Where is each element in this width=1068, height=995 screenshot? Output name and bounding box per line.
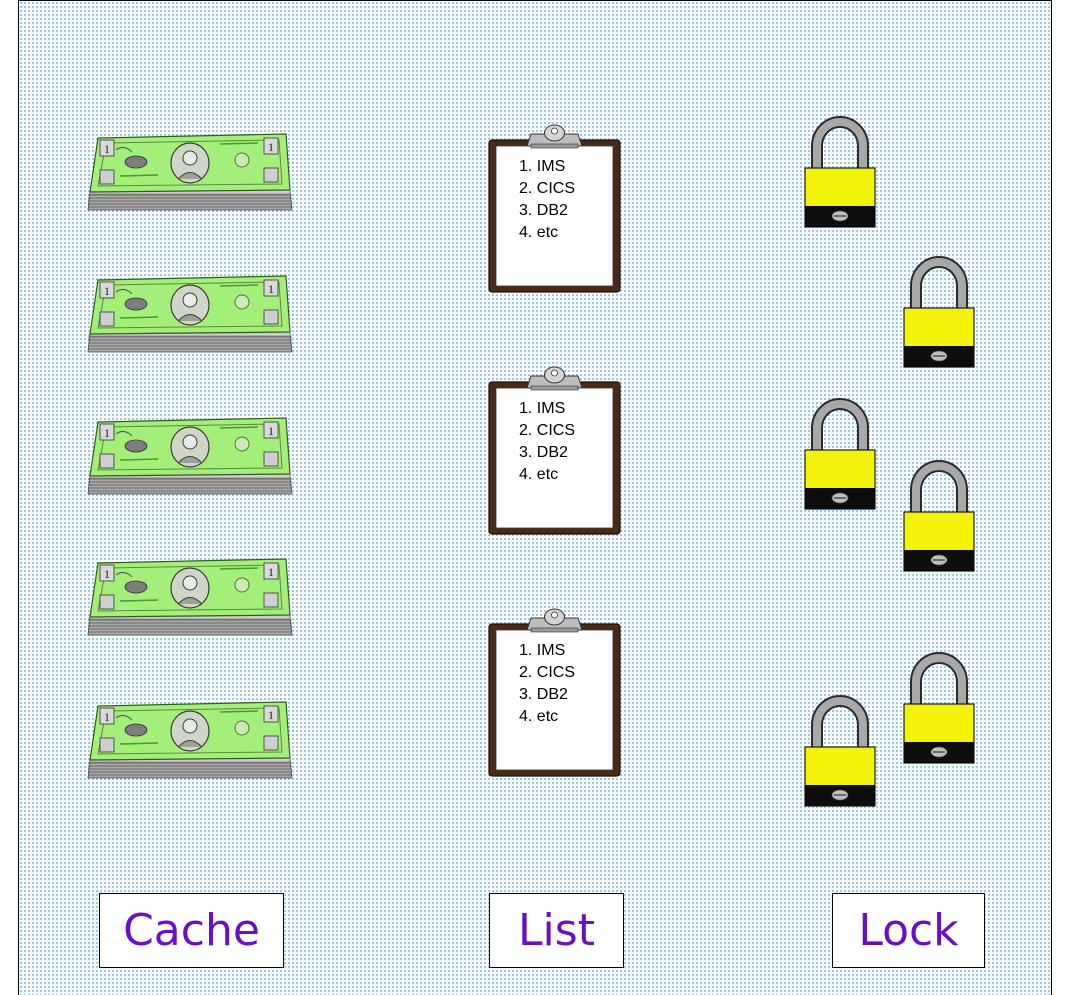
clipboard-list: 1. IMS 2. CICS 3. DB2 4. etc: [519, 398, 575, 486]
clipboard-list: 1. IMS 2. CICS 3. DB2 4. etc: [519, 156, 575, 244]
clipboard-icon: 1. IMS 2. CICS 3. DB2 4. etc: [487, 122, 622, 294]
padlock-icon: [903, 256, 975, 368]
list-item: 4. etc: [519, 222, 575, 244]
cache-label: Cache: [99, 893, 284, 968]
list-item: 1. IMS: [519, 640, 575, 662]
clipboard-icon: 1. IMS 2. CICS 3. DB2 4. etc: [487, 364, 622, 536]
list-item: 3. DB2: [519, 442, 575, 464]
padlock-icon: [804, 116, 876, 228]
money-stack-icon: 1: [86, 130, 294, 216]
list-item: 3. DB2: [519, 200, 575, 222]
list-item: 1. IMS: [519, 156, 575, 178]
padlock-icon: [804, 398, 876, 510]
padlock-icon: [804, 695, 876, 807]
padlock-icon: [903, 460, 975, 572]
money-stack-icon: [86, 414, 294, 500]
money-stack-icon: [86, 555, 294, 641]
list-item: 1. IMS: [519, 398, 575, 420]
list-label: List: [489, 893, 624, 968]
money-stack-icon: [86, 698, 294, 784]
clipboard-list: 1. IMS 2. CICS 3. DB2 4. etc: [519, 640, 575, 728]
list-item: 3. DB2: [519, 684, 575, 706]
lock-label: Lock: [832, 893, 985, 968]
money-stack-icon: [86, 272, 294, 358]
clipboard-icon: 1. IMS 2. CICS 3. DB2 4. etc: [487, 606, 622, 778]
list-item: 2. CICS: [519, 178, 575, 200]
list-item: 2. CICS: [519, 420, 575, 442]
list-item: 4. etc: [519, 464, 575, 486]
padlock-icon: [903, 652, 975, 764]
list-item: 2. CICS: [519, 662, 575, 684]
list-item: 4. etc: [519, 706, 575, 728]
